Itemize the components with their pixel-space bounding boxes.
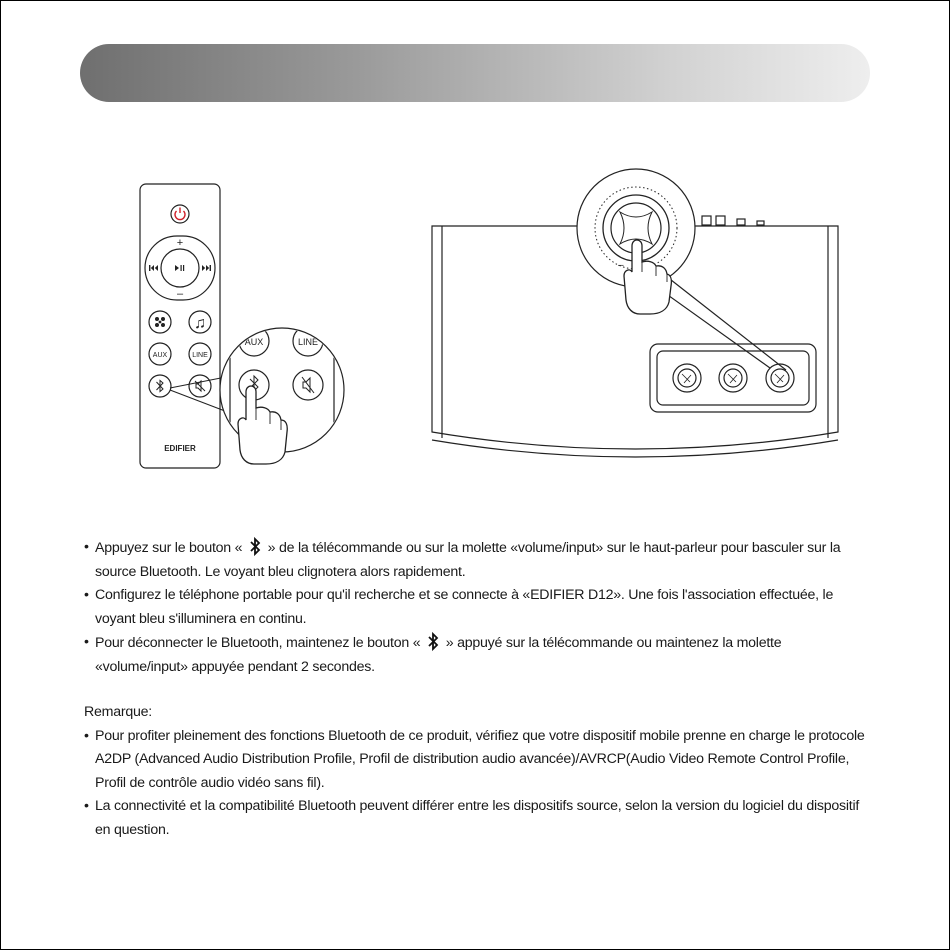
- bluetooth-icon: [428, 631, 439, 652]
- illustration: + – ♫ AUX LINE: [139, 168, 839, 469]
- line-button: [188, 342, 212, 366]
- instruction-item-2: • Configurez le téléphone portable pour …: [84, 584, 874, 631]
- bullet-dot: •: [84, 634, 89, 650]
- knob-minus-label: –: [618, 260, 624, 271]
- bullet-dot: •: [84, 539, 89, 555]
- zoom-line-label: LINE: [298, 337, 318, 347]
- music-note-icon: ♫: [194, 315, 206, 332]
- mute-button: [188, 374, 212, 398]
- bullet-dot: •: [84, 798, 89, 814]
- play-pause-icon: [175, 265, 185, 271]
- header-bar: [80, 44, 870, 102]
- remark-item-2: • La connectivité et la compatibilité Bl…: [84, 795, 874, 842]
- next-icon: [202, 265, 211, 271]
- zoom-aux-label: AUX: [245, 337, 264, 347]
- sound-effect-button: [148, 310, 172, 334]
- bluetooth-icon: [156, 379, 164, 393]
- speaker-unit: [431, 215, 839, 458]
- instruction-text: • Appuyez sur le bouton « » de la téléco…: [84, 536, 874, 842]
- remote-minus-label: –: [177, 288, 184, 300]
- knob-finger-pointer-icon: [623, 239, 673, 315]
- remote-brand: EDIFIER: [164, 444, 196, 453]
- bullet-dot: •: [84, 727, 89, 744]
- speaker-panel-knobs: [672, 363, 795, 393]
- zoom-bluetooth-icon: [249, 374, 259, 393]
- sound-effect-icon: [155, 317, 165, 327]
- remote-control: + – ♫ AUX LINE: [139, 183, 221, 469]
- remote-aux-label: AUX: [153, 352, 168, 359]
- instruction-item-3: • Pour déconnecter le Bluetooth, mainten…: [84, 631, 874, 679]
- remark-title: Remarque:: [84, 704, 152, 720]
- bullet-dot: •: [84, 587, 89, 603]
- nav-ring: [144, 235, 216, 301]
- instruction-item-1: • Appuyez sur le bouton « » de la téléco…: [84, 536, 874, 584]
- power-icon: [170, 204, 190, 224]
- remark-item-1: • Pour profiter pleinement des fonctions…: [84, 725, 874, 796]
- finger-pointer-icon: [237, 385, 288, 465]
- zoom-magnifier: AUX LINE: [219, 327, 345, 465]
- remote-line-label: LINE: [192, 352, 208, 359]
- previous-icon: [149, 265, 158, 271]
- remote-plus-label: +: [177, 237, 183, 249]
- zoom-mute-button: [292, 369, 324, 401]
- music-button: [188, 310, 212, 334]
- bluetooth-icon: [250, 536, 261, 557]
- aux-button: [148, 342, 172, 366]
- bluetooth-button: [148, 374, 172, 398]
- zoom-mute-icon: [301, 376, 315, 394]
- play-pause-button: [160, 248, 200, 288]
- volume-knob-zoom: – +: [576, 168, 696, 315]
